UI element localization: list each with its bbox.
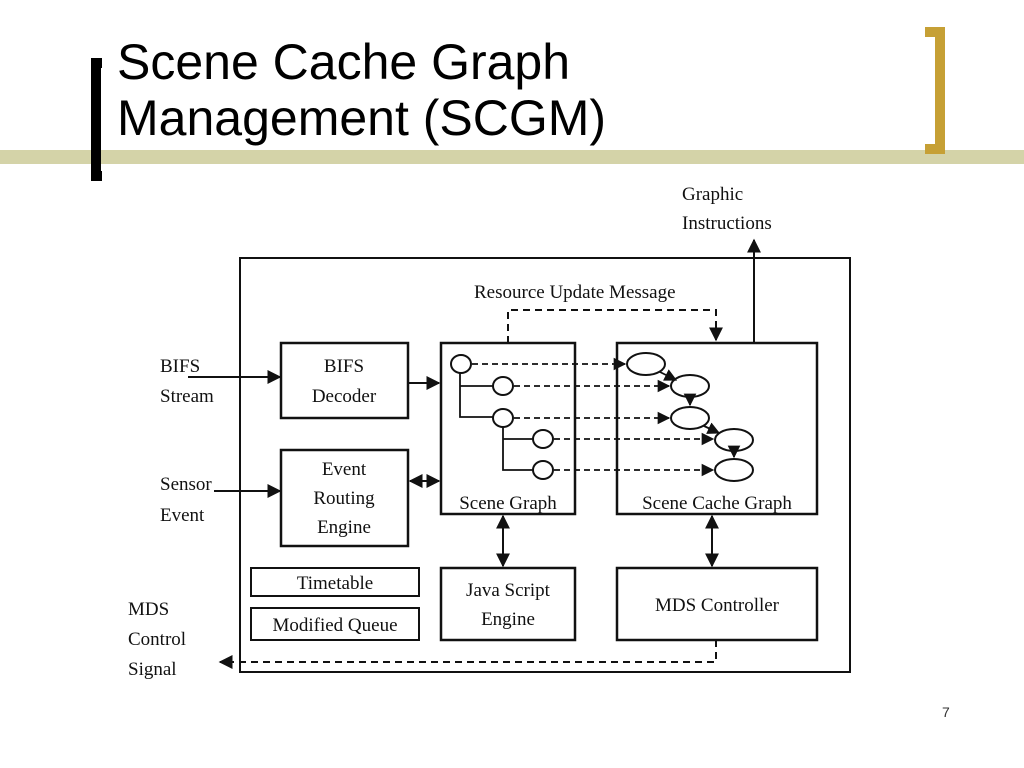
cache-graph-links (659, 369, 741, 459)
mds-controller-label: MDS Controller (655, 595, 780, 616)
timetable-label: Timetable (297, 573, 373, 594)
bifs-stream-label-line1: BIFS (160, 356, 200, 377)
timetable-box (250, 567, 420, 597)
mds-control-signal-label-line1: MDS (128, 599, 169, 620)
resource-update-message-arrow (507, 309, 723, 343)
cache-mapping-arrows (472, 357, 715, 477)
graphic-instructions-label-line2: Instructions (682, 213, 772, 234)
graphic-instructions-label-line1: Graphic (682, 184, 743, 205)
bifs-decoder-label-line2: Decoder (312, 386, 377, 407)
java-script-engine-label-line2: Engine (481, 609, 535, 630)
scene-node-grandchild-1 (532, 429, 554, 449)
cache-node-4 (714, 428, 754, 452)
event-routing-engine-label-line2: Routing (313, 488, 375, 509)
mds-control-signal-label-line3: Signal (128, 659, 177, 680)
mds-controller-box (615, 566, 819, 642)
page-number: 7 (942, 704, 950, 720)
system-boundary (239, 257, 851, 673)
mds-control-signal-arrow (218, 640, 717, 669)
cache-node-2 (670, 374, 710, 398)
title-line-1: Scene Cache Graph (117, 34, 571, 90)
mds-control-signal-label-line2: Control (128, 629, 186, 650)
bifs-decoder-box (279, 341, 410, 420)
modified-queue-label: Modified Queue (272, 615, 397, 636)
cache-node-5 (714, 458, 754, 482)
scene-cache-graph-label: Scene Cache Graph (642, 493, 792, 514)
title-line-2: Management (SCGM) (117, 90, 607, 146)
bifs-decoder-label-line1: BIFS (324, 356, 364, 377)
scene-node-child-2 (492, 408, 514, 428)
sensor-event-label-line2: Event (160, 505, 205, 526)
cache-node-1 (626, 352, 666, 376)
scene-node-root (450, 354, 472, 374)
resource-update-message-label: Resource Update Message (474, 282, 676, 303)
scene-graph-label: Scene Graph (459, 493, 557, 514)
scene-node-grandchild-2 (532, 460, 554, 480)
left-bracket-decoration (91, 58, 102, 181)
scene-graph-nodes (450, 354, 554, 480)
bifs-stream-label-line2: Stream (160, 386, 214, 407)
cache-node-3 (670, 406, 710, 430)
scene-node-child-1 (492, 376, 514, 396)
sensor-event-label-line1: Sensor (160, 474, 212, 495)
event-routing-engine-label-line3: Engine (317, 517, 371, 538)
right-bracket-decoration (925, 27, 945, 154)
modified-queue-box (250, 607, 420, 641)
java-script-engine-label-line1: Java Script (466, 580, 551, 601)
accent-bar (0, 150, 1024, 164)
event-routing-engine-box (279, 448, 410, 548)
java-script-engine-box (439, 566, 577, 642)
slide-title: Scene Cache Graph Management (SCGM) (117, 34, 613, 146)
event-routing-engine-label-line1: Event (322, 459, 367, 480)
cache-graph-nodes (626, 352, 754, 482)
